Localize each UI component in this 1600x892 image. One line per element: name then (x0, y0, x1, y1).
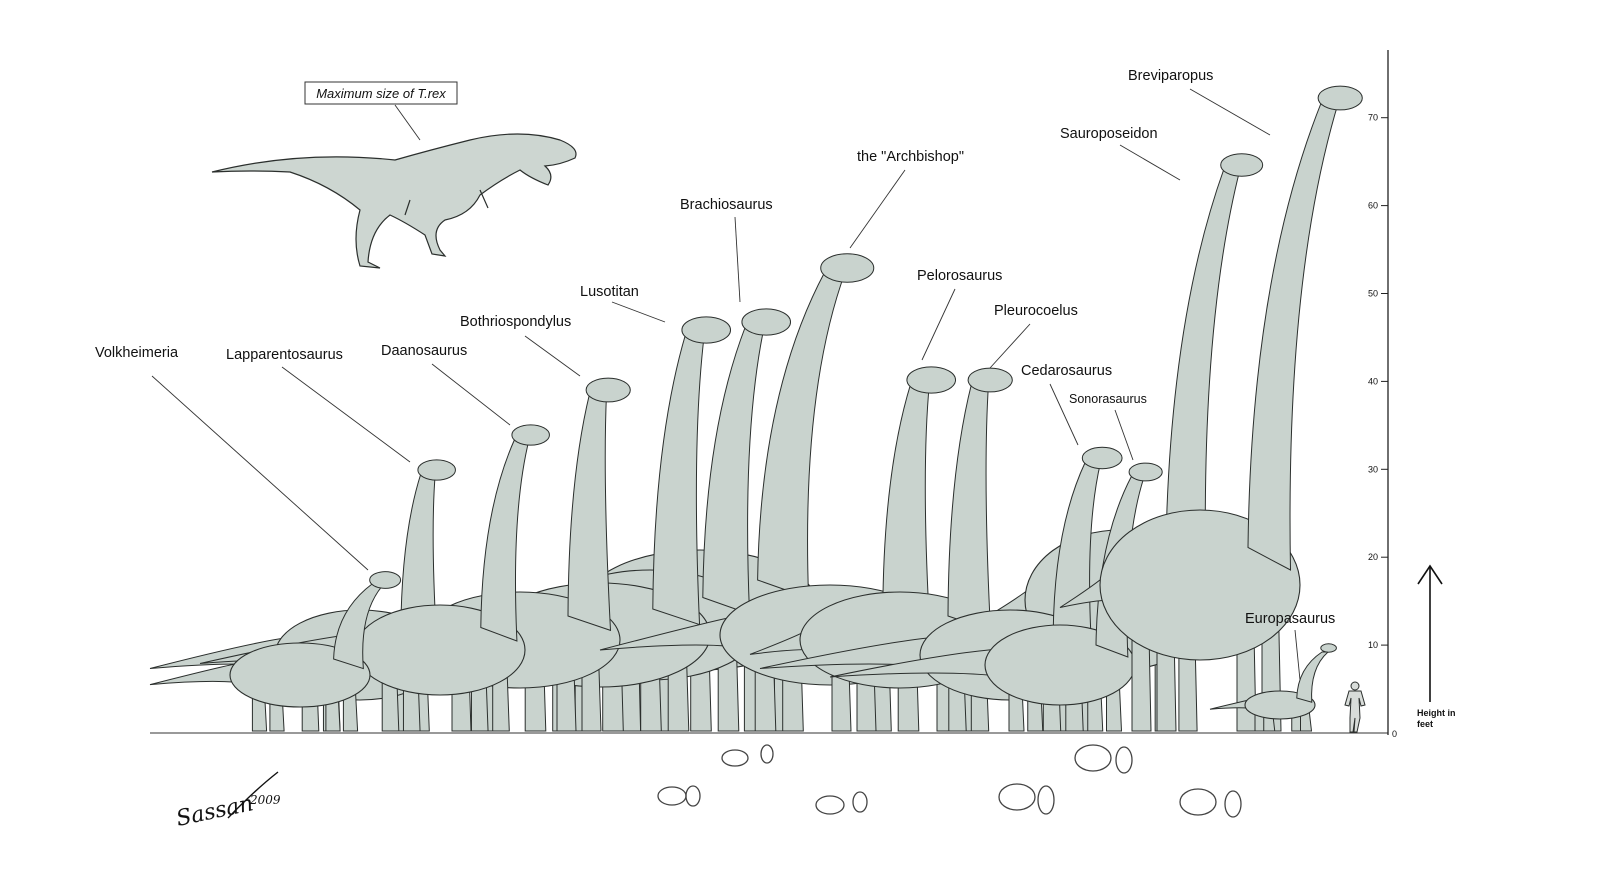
head (585, 377, 631, 403)
leader-sauroposeidon (1119, 144, 1181, 181)
neck (1247, 101, 1340, 571)
head (417, 459, 456, 481)
scale-tick-label: 40 (1368, 376, 1378, 386)
leader-breviparopus (1189, 88, 1271, 136)
label-sauroposeidon: Sauroposeidon (1060, 126, 1158, 142)
leader-sonorasaurus (1114, 409, 1134, 461)
head (511, 424, 550, 446)
label-brachiosaurus: Brachiosaurus (680, 197, 773, 213)
label-lapparentosaurus: Lapparentosaurus (226, 347, 343, 363)
leader-daanosaurus (431, 363, 511, 426)
neck (567, 393, 612, 632)
head (681, 316, 732, 344)
head (741, 308, 792, 336)
leader-brachiosaurus (734, 216, 741, 303)
artist-signature: Sassan 2009 (174, 771, 281, 832)
label-archbishop: the "Archbishop" (857, 149, 964, 165)
neck (1296, 651, 1330, 703)
trex-figure (211, 133, 577, 269)
signature-name: Sassan (174, 791, 256, 832)
scale-tick-label: 70 (1368, 113, 1378, 123)
scale-tick-label: 10 (1368, 640, 1378, 650)
scale-tick-label: 0 (1392, 729, 1397, 739)
head (820, 253, 875, 283)
leader-pelorosaurus (921, 288, 956, 361)
scale-tick-label: 20 (1368, 552, 1378, 562)
label-volkheimeria: Volkheimeria (95, 345, 179, 361)
scale-tick-label: 60 (1368, 201, 1378, 211)
sauropod-figures (149, 85, 1363, 732)
footprints (657, 744, 1242, 818)
head (967, 367, 1013, 393)
leader-lusotitan (611, 301, 666, 323)
tail (829, 648, 1009, 678)
sauropod-europasaurus (1209, 643, 1337, 732)
species-labels: Volkheimeria Lapparentosaurus Daanosauru… (95, 68, 1335, 681)
scale-tick-label: 30 (1368, 464, 1378, 474)
leader-volkheimeria (151, 375, 369, 571)
leader-cedarosaurus (1049, 383, 1079, 446)
trex-caption: Maximum size of T.rex (316, 86, 446, 101)
head (1220, 153, 1264, 177)
sauropod-volkheimeria (149, 571, 402, 732)
leader-europasaurus (1294, 629, 1301, 681)
scale-tick-label: 50 (1368, 289, 1378, 299)
height-scale: 0 10 20 30 40 50 60 70 (1368, 50, 1397, 739)
head (369, 571, 402, 589)
label-europasaurus: Europasaurus (1245, 611, 1335, 627)
signature-flourish (227, 771, 279, 819)
label-sonorasaurus: Sonorasaurus (1069, 392, 1147, 406)
sauropod-breviparopus (1059, 85, 1363, 732)
head (906, 366, 957, 394)
leader-bothriospondylus (524, 335, 581, 377)
trex-caption-box (304, 81, 458, 105)
label-pleurocoelus: Pleurocoelus (994, 303, 1078, 319)
label-daanosaurus: Daanosaurus (381, 343, 467, 359)
label-bothriospondylus: Bothriospondylus (460, 314, 571, 330)
head (1128, 462, 1163, 482)
neck (947, 383, 992, 632)
head (1320, 643, 1337, 653)
leader-pleurocoelus (989, 323, 1031, 369)
trex-leader-line (394, 104, 421, 141)
label-breviparopus: Breviparopus (1128, 68, 1213, 84)
height-arrow (1417, 564, 1443, 702)
scale-caption-line2: feet (1417, 719, 1433, 729)
scale-caption-line1: Height in (1417, 708, 1456, 718)
label-cedarosaurus: Cedarosaurus (1021, 363, 1112, 379)
label-lusotitan: Lusotitan (580, 284, 639, 300)
head (1081, 446, 1123, 470)
neck (652, 333, 705, 626)
label-pelorosaurus: Pelorosaurus (917, 268, 1002, 284)
leader-archbishop (849, 169, 906, 249)
head (1317, 85, 1363, 111)
signature-year: 2009 (249, 793, 281, 807)
neck (882, 383, 931, 626)
human-figure (1344, 681, 1366, 733)
leader-lapparentosaurus (281, 366, 411, 463)
